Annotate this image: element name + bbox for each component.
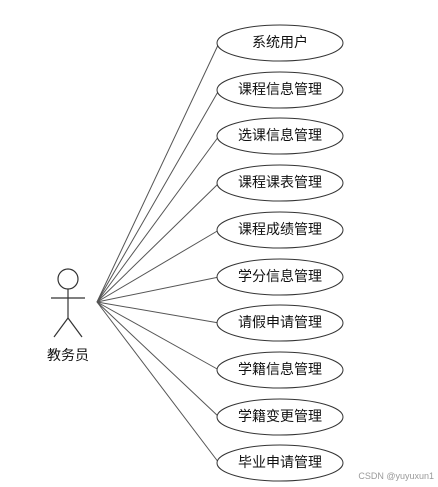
association-line [96, 301, 220, 371]
use-case: 学分信息管理 [216, 258, 344, 296]
association-line [96, 229, 220, 303]
use-case: 请假申请管理 [216, 304, 344, 342]
use-case-ellipse [216, 164, 344, 202]
use-case-ellipse [216, 258, 344, 296]
use-case-ellipse [216, 24, 344, 62]
use-case-ellipse [216, 211, 344, 249]
association-line [96, 89, 220, 303]
use-case-ellipse [216, 398, 344, 436]
use-case-label: 课程信息管理 [238, 81, 322, 98]
use-case-label: 课程课表管理 [238, 175, 322, 191]
use-case-list: 系统用户课程信息管理选课信息管理课程课表管理课程成绩管理学分信息管理请假申请管理… [216, 24, 344, 482]
association-line [96, 42, 220, 303]
use-case-label: 课程成绩管理 [238, 222, 322, 238]
use-case: 选课信息管理 [216, 117, 344, 155]
actor-right-leg [67, 317, 83, 338]
use-case-label: 学籍信息管理 [238, 361, 322, 378]
actor-left-leg [53, 317, 69, 338]
use-case-ellipse [216, 444, 344, 482]
actor: 教务员 [47, 268, 89, 364]
use-case: 学籍变更管理 [216, 398, 344, 436]
association-line [96, 301, 220, 464]
association-line [96, 135, 220, 303]
association-line [96, 276, 220, 303]
use-case-ellipse [216, 71, 344, 109]
use-case: 课程成绩管理 [216, 211, 344, 249]
use-case-ellipse [216, 304, 344, 342]
use-case-ellipse [216, 351, 344, 389]
use-case-label: 请假申请管理 [238, 315, 322, 331]
use-case-label: 学籍变更管理 [238, 408, 322, 425]
use-case-ellipse [216, 117, 344, 155]
use-case-label: 系统用户 [252, 34, 308, 51]
watermark: CSDN @yuyuxun1 [358, 471, 434, 481]
use-case: 学籍信息管理 [216, 351, 344, 389]
use-case-label: 毕业申请管理 [238, 455, 322, 471]
association-lines [96, 42, 220, 464]
association-line [96, 301, 220, 324]
association-line [96, 182, 220, 303]
use-case: 毕业申请管理 [216, 444, 344, 482]
use-case-label: 学分信息管理 [238, 268, 322, 285]
association-line [96, 301, 220, 418]
use-case: 系统用户 [216, 24, 344, 62]
use-case: 课程信息管理 [216, 71, 344, 109]
actor-head [57, 268, 79, 290]
use-case: 课程课表管理 [216, 164, 344, 202]
actor-label: 教务员 [47, 348, 89, 364]
use-case-label: 选课信息管理 [238, 127, 322, 144]
